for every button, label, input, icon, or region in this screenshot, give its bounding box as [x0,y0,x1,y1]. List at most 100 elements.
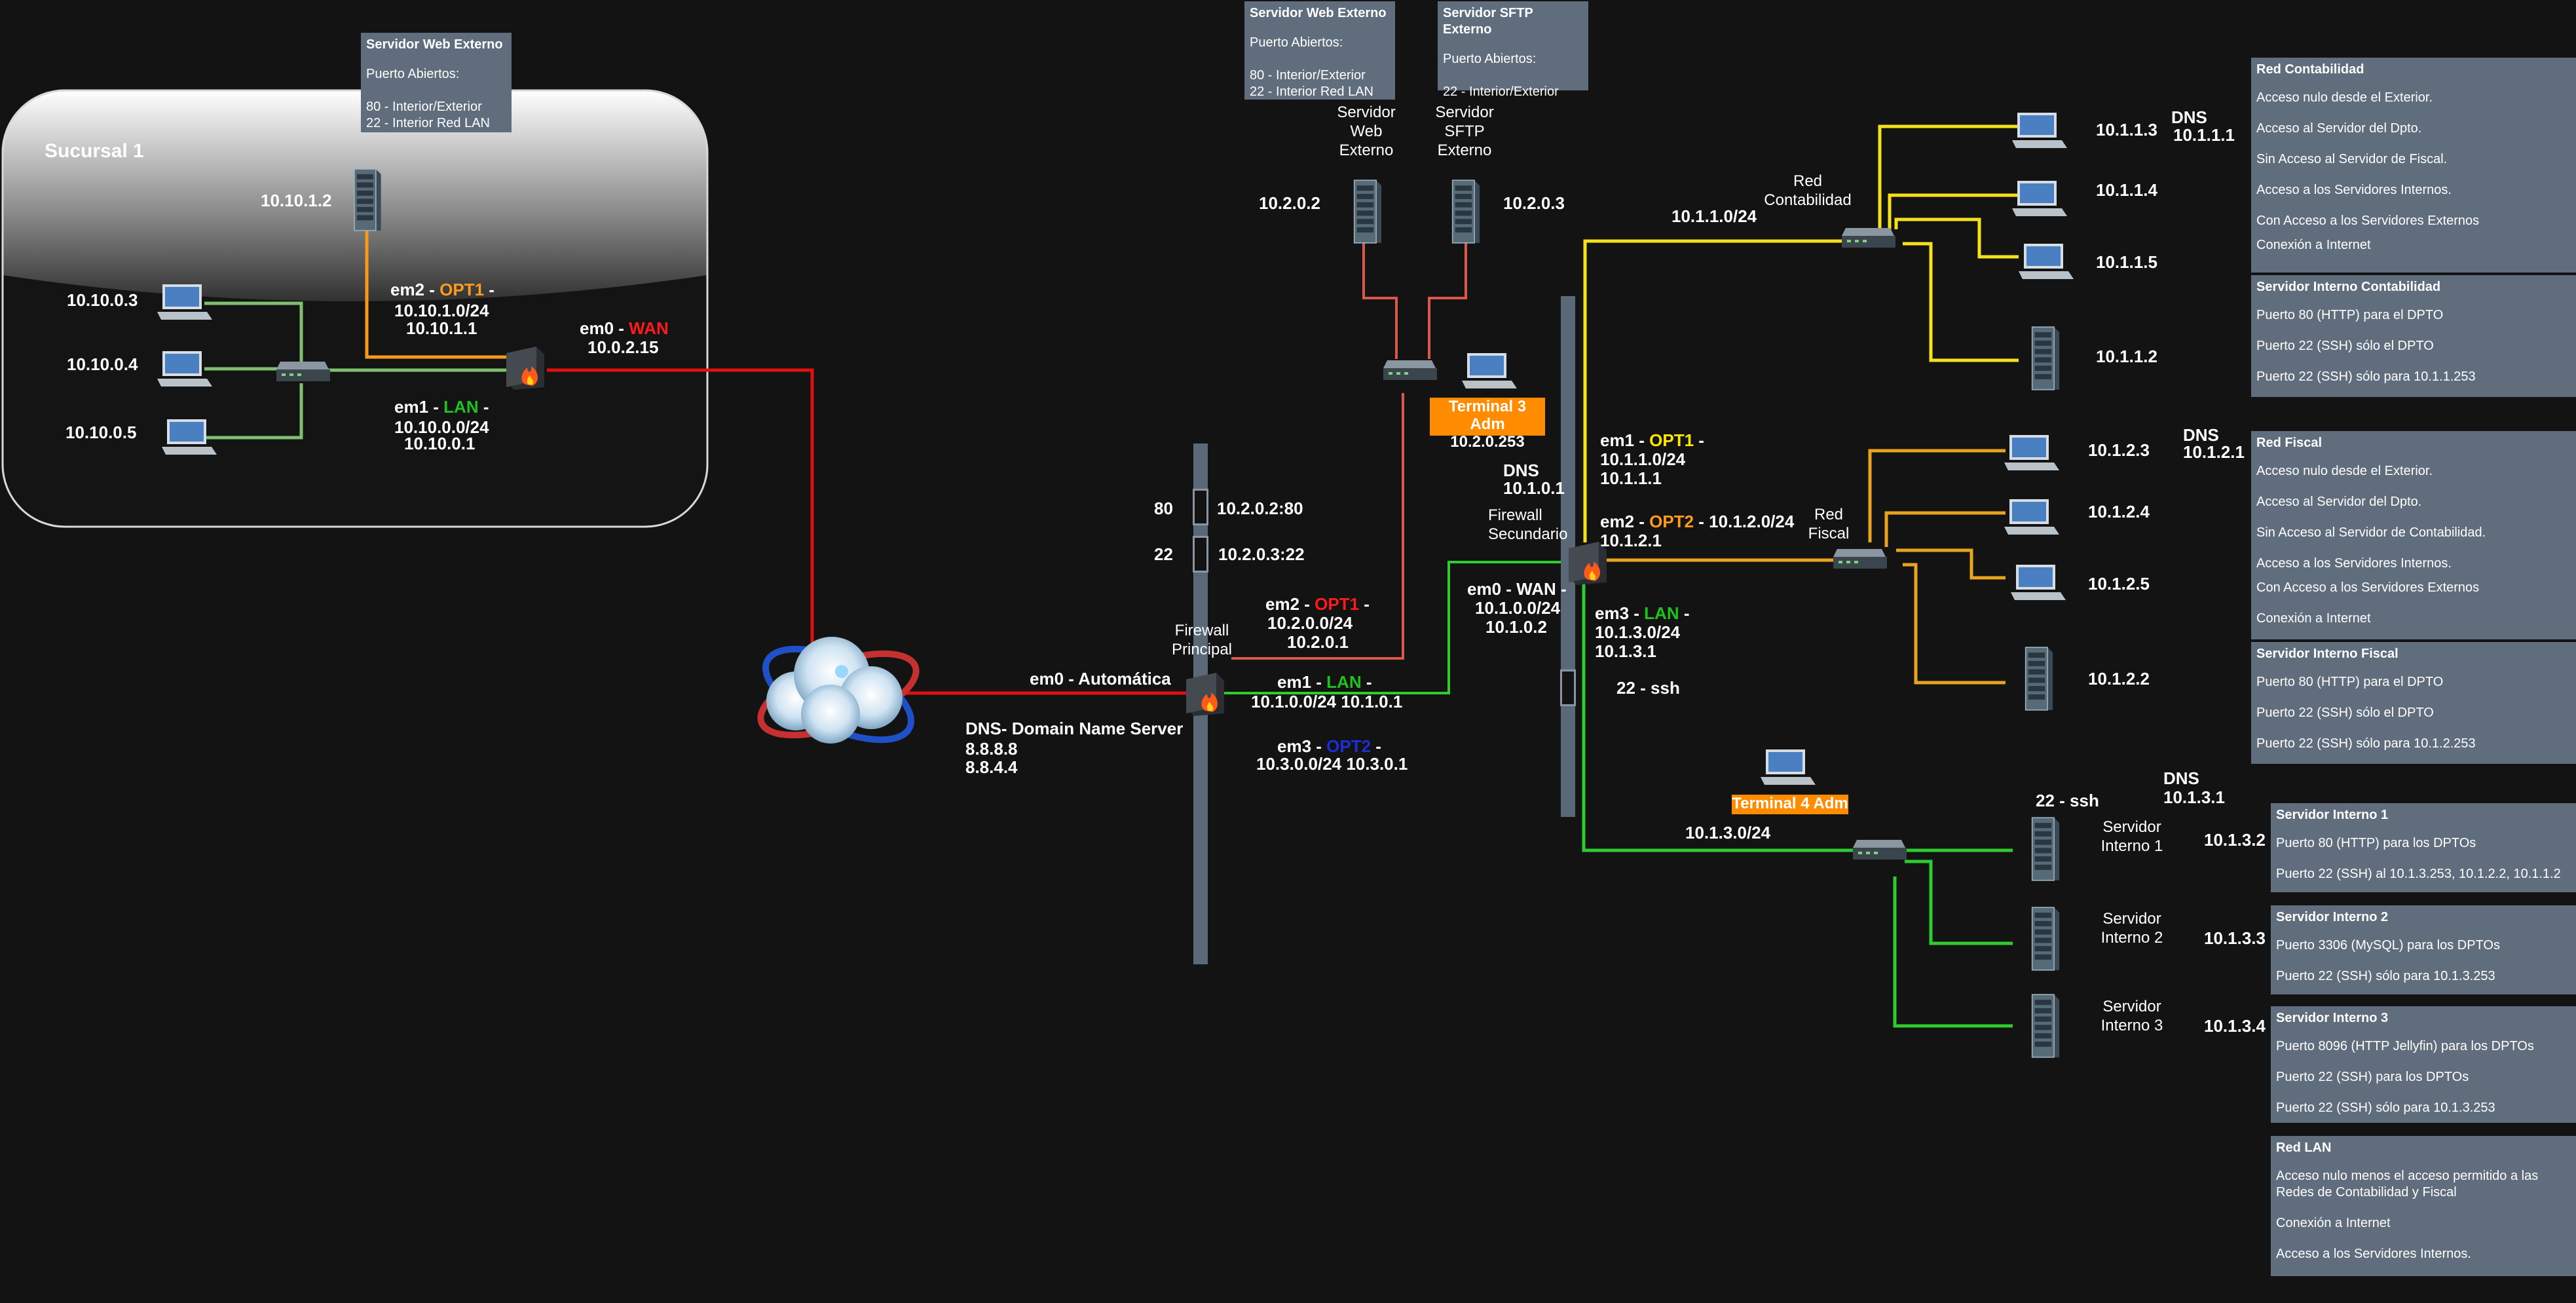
branch-em2-name: OPT1 [439,280,485,299]
note-title: Servidor Interno Fiscal [2256,647,2399,661]
terminal-4-ssh: 22 - ssh [2036,791,2099,810]
ssh-port[interactable] [1560,670,1576,706]
fws-em2-label: em2 - OPT2 - 10.1.2.0/24 [1600,512,1794,531]
nat-target: 10.2.0.3:22 [1218,544,1305,564]
lan-server-name: Servidor Interno 2 [2100,910,2163,947]
note-title: Red Contabilidad [2256,62,2364,77]
contabilidad-subnet: 10.1.1.0/24 [1671,206,1757,226]
fwp-em1-suffix: - [1361,672,1372,692]
note-line: Puerto 22 (SSH) sólo para 10.1.2.253 [2256,736,2476,751]
fws-em3-suffix: - [1679,603,1690,623]
lan-server-ip: 10.1.3.2 [2204,830,2266,850]
fwp-em1-prefix: em1 - [1277,672,1327,692]
fwp-em2-ip: 10.2.0.1 [1287,632,1349,652]
fws-em0-net: 10.1.0.0/24 [1475,598,1561,618]
fiscal-server-ip: 10.1.2.2 [2088,669,2150,689]
dmz-sftp-name: Servidor SFTP Externo [1435,104,1494,159]
fws-dns-ip: 10.1.0.1 [1503,478,1565,498]
fwp-em3-label: em3 - OPT2 - [1277,737,1381,756]
fiscal-name: Red Fiscal [1808,506,1850,542]
contabilidad-dns-label: DNS [2171,107,2207,127]
dns-ip: 8.8.8.8 [965,739,1018,759]
note-line: Con Acceso a los Servidores Externos [2256,580,2480,595]
note-subtitle: Puerto Abiertos: [366,67,460,81]
fiscal-dns-label: DNS [2183,425,2219,445]
lan-server-ip: 10.1.3.4 [2204,1016,2266,1036]
fiscal-host-ip: 10.1.2.4 [2088,502,2150,521]
nat-port-label: 80 [1154,499,1173,518]
nat-target: 10.2.0.2:80 [1217,499,1303,518]
firewall-icon [506,347,544,390]
laptop-icon [2004,499,2059,535]
server-icon [2031,326,2060,390]
note-title: Servidor Interno 3 [2276,1011,2389,1025]
branch-em2-prefix: em2 - [390,280,440,299]
fws-em2-name: OPT2 [1649,512,1694,531]
branch-em1-label: em1 - LAN - [394,398,489,417]
contabilidad-name: Red Contabilidad [1764,172,1852,209]
note-line: Acceso al Servidor del Dpto. [2256,121,2422,136]
terminal-3-badge[interactable]: Terminal 3 Adm 10.2.0.253 [1430,398,1545,451]
fws-dns-label: DNS [1503,461,1539,480]
note-line: Acceso nulo menos el acceso permitido a … [2276,1169,2539,1199]
fws-em2-suffix: - 10.1.2.0/24 [1694,512,1795,531]
fwp-em3-prefix: em3 - [1277,736,1327,756]
fws-em1-name: OPT1 [1649,430,1694,450]
note-line: Puerto 22 (SSH) sólo para 10.1.3.253 [2276,969,2495,983]
branch-em0-name: WAN [629,318,669,338]
branch-em2-net: 10.10.1.0/24 [394,301,489,320]
fws-em2-ip: 10.1.2.1 [1600,531,1662,550]
note-line: Puerto 22 (SSH) sólo el DPTO [2256,706,2434,720]
note-line: Conexión a Internet [2256,238,2371,252]
fiscal-rules-note: Red Fiscal Acceso nulo desde el Exterior… [2251,431,2576,639]
fws-em3-label: em3 - LAN - [1595,604,1689,623]
terminal-3-ip: 10.2.0.253 [1450,433,1525,451]
laptop-icon [2011,565,2066,600]
note-line: Sin Acceso al Servidor de Contabilidad. [2256,525,2486,540]
branch-title: Sucursal 1 [45,140,144,162]
fwp-em2-net: 10.2.0.0/24 [1267,613,1353,633]
fws-em1-ip: 10.1.1.1 [1600,468,1662,488]
branch-em2-label: em2 - OPT1 - [390,280,495,299]
fwp-em2-label: em2 - OPT1 - [1265,595,1370,614]
branch-em0-label: em0 - WAN [580,319,669,338]
lan-rules-note: Red LAN Acceso nulo menos el acceso perm… [2271,1136,2576,1276]
note-line: Acceso a los Servidores Internos. [2256,183,2452,197]
note-line: Puerto 22 (SSH) sólo para 10.1.3.253 [2276,1101,2495,1115]
laptop-icon [1761,749,1816,785]
fwp-em2-suffix: - [1359,594,1370,614]
note-line: Acceso nulo desde el Exterior. [2256,90,2433,105]
laptop-icon [2012,181,2067,216]
fwp-em1-line: 10.1.0.0/24 10.1.0.1 [1251,692,1403,711]
firewall-principal-name: Firewall Principal [1171,622,1233,658]
fws-em0-label: em0 - WAN - [1467,579,1567,599]
contabilidad-server-ip: 10.1.1.2 [2096,347,2157,366]
dmz-web-ip: 10.2.0.2 [1259,193,1320,213]
fwp-em1-name: LAN [1326,672,1362,692]
lan-server-ip: 10.1.3.3 [2204,928,2266,948]
lan-server-3-note: Servidor Interno 3 Puerto 8096 (HTTP Jel… [2271,1006,2576,1123]
lan-server-name: Servidor Interno 1 [2100,818,2163,855]
terminal-4-badge[interactable]: Terminal 4 Adm [1732,795,1848,814]
lan-dns-ip: 10.1.3.1 [2163,787,2225,807]
nat-port-80[interactable] [1193,489,1208,525]
nat-port-label: 22 [1154,544,1173,564]
note-line: Puerto 22 (SSH) sólo el DPTO [2256,339,2434,353]
server-icon [2025,647,2053,711]
fws-ssh-port: 22 - ssh [1616,678,1680,698]
firewall-principal-title: Firewall Principal [1166,621,1238,659]
dmz-web-note: Servidor Web Externo Puerto Abiertos: 80… [1244,1,1395,100]
laptop-icon [2012,113,2067,148]
dmz-web-name: Servidor Web Externo [1337,104,1396,159]
note-line: 22 - Interior Red LAN [366,116,490,130]
fws-em1-suffix: - [1694,430,1704,450]
note-title: Servidor Interno 1 [2276,808,2389,822]
fwp-em2-name: OPT1 [1315,594,1360,614]
note-line: 80 - Interior/Exterior [1250,68,1366,83]
nat-port-22[interactable] [1193,536,1208,573]
contabilidad-host-ip: 10.1.1.3 [2096,120,2157,140]
server-icon [2031,994,2060,1058]
dns-ip: 8.8.4.4 [965,757,1018,777]
terminal-4-name: Terminal 4 Adm [1732,795,1848,812]
